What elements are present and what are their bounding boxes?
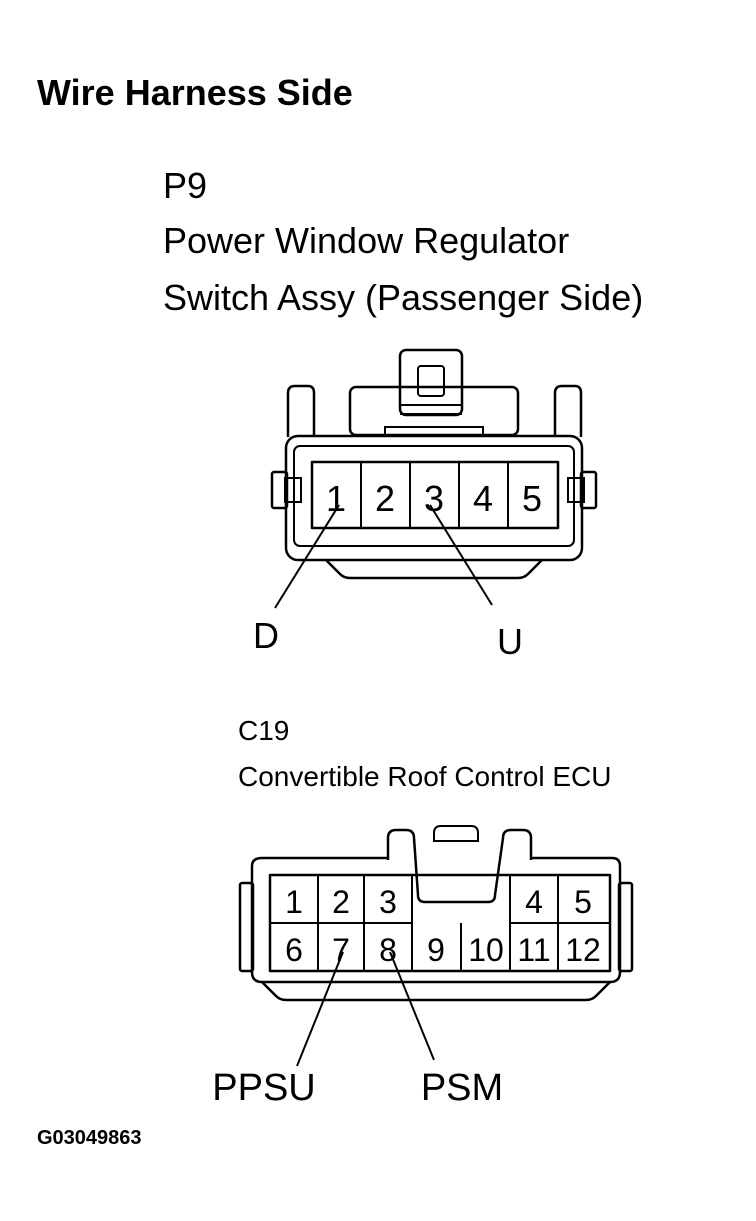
p9-pin-2: 2 bbox=[375, 478, 395, 519]
p9-connector-code: P9 bbox=[163, 165, 208, 206]
c19-pin-11: 11 bbox=[517, 932, 550, 968]
c19-callout-line-ppsu bbox=[296, 951, 344, 1067]
c19-connector-name: Convertible Roof Control ECU bbox=[238, 761, 612, 792]
c19-connector-housing bbox=[238, 825, 634, 1002]
c19-pin-2: 2 bbox=[332, 884, 350, 920]
p9-pin-5: 5 bbox=[522, 478, 542, 519]
p9-callout-line-d bbox=[274, 504, 340, 609]
figure-id: G03049863 bbox=[37, 1127, 142, 1149]
c19-pin-9: 9 bbox=[427, 932, 445, 968]
c19-pin-12: 12 bbox=[565, 932, 601, 968]
p9-pin-1: 1 bbox=[326, 478, 346, 519]
c19-pin-7: 7 bbox=[332, 932, 350, 968]
p9-pin-3: 3 bbox=[424, 478, 444, 519]
p9-connector-housing bbox=[270, 348, 598, 580]
c19-pin-3: 3 bbox=[379, 884, 397, 920]
p9-callout-d: D bbox=[253, 615, 279, 656]
c19-connector-code: C19 bbox=[238, 715, 290, 746]
p9-callout-u: U bbox=[497, 621, 523, 662]
c19-pin-4: 4 bbox=[525, 884, 543, 920]
p9-connector-name-line1: Power Window Regulator bbox=[163, 220, 570, 261]
p9-connector-name-line2: Switch Assy (Passenger Side) bbox=[163, 277, 644, 318]
page-title: Wire Harness Side bbox=[37, 72, 353, 113]
c19-pin-10: 10 bbox=[468, 932, 504, 968]
c19-pin-5: 5 bbox=[574, 884, 592, 920]
c19-callout-psm: PSM bbox=[421, 1067, 503, 1109]
c19-pin-6: 6 bbox=[285, 932, 303, 968]
p9-callout-line-u bbox=[429, 504, 493, 606]
p9-pin-4: 4 bbox=[473, 478, 493, 519]
c19-pin-1: 1 bbox=[285, 884, 303, 920]
c19-callout-line-psm bbox=[389, 951, 435, 1061]
c19-callout-ppsu: PPSU bbox=[212, 1067, 315, 1109]
